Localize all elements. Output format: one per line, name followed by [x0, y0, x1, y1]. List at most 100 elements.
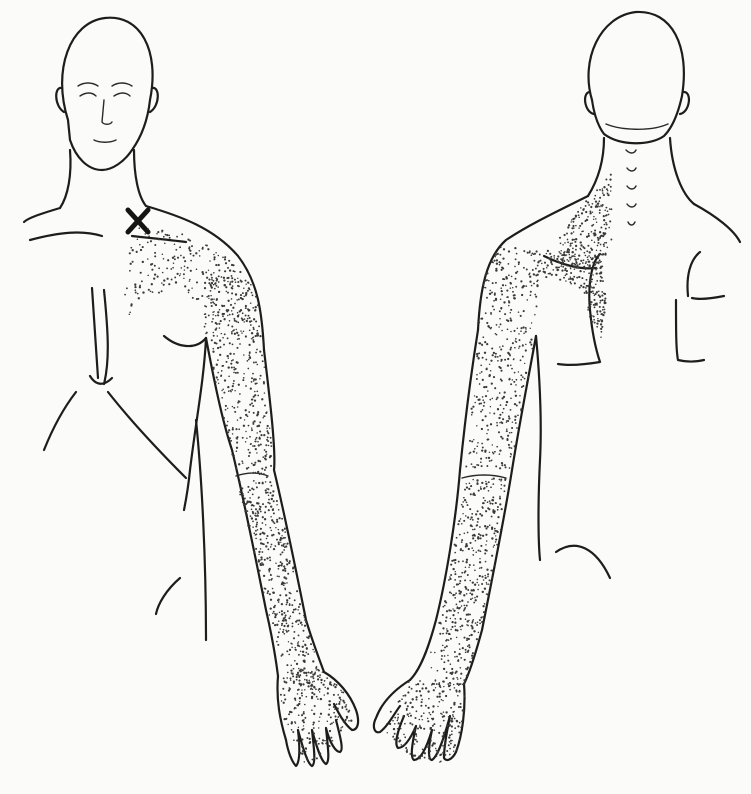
stipple-dot	[526, 381, 528, 383]
stipple-dot	[285, 615, 287, 617]
back-left-flank	[536, 336, 541, 560]
stipple-dot	[303, 725, 304, 726]
stipple-dot	[482, 396, 484, 398]
stipple-dot	[481, 514, 483, 516]
stipple-dot	[496, 425, 498, 427]
stipple-dot	[279, 565, 281, 567]
stipple-dot	[245, 441, 246, 442]
stipple-dot	[148, 235, 150, 237]
stipple-dot	[305, 652, 307, 654]
stipple-dot	[514, 415, 516, 417]
stipple-dot	[464, 579, 466, 581]
stipple-dot	[206, 332, 208, 334]
stipple-dot	[575, 238, 577, 240]
stipple-dot	[500, 348, 502, 350]
stipple-dot	[322, 684, 324, 686]
stipple-dot	[451, 673, 453, 675]
stipple-dot	[600, 227, 602, 229]
stipple-dot	[232, 344, 234, 346]
stipple-dot	[561, 263, 563, 265]
stipple-dot	[286, 543, 288, 545]
stipple-dot	[486, 343, 488, 345]
stipple-dot	[467, 625, 469, 627]
stipple-dot	[233, 367, 235, 369]
stipple-dot	[474, 584, 476, 586]
stipple-dot	[212, 318, 214, 320]
stipple-dot	[227, 300, 229, 302]
stipple-dot	[486, 583, 488, 585]
stipple-dot	[602, 299, 604, 301]
stipple-dot	[162, 254, 164, 256]
stipple-dot	[199, 250, 201, 252]
stipple-dot	[264, 518, 266, 520]
stipple-dot	[472, 620, 474, 622]
stipple-dot	[313, 727, 315, 729]
stipple-dot	[234, 390, 235, 391]
stipple-dot	[486, 465, 488, 467]
stipple-dot	[283, 612, 285, 614]
stipple-dot	[560, 250, 562, 252]
stipple-dot	[606, 223, 608, 225]
stipple-dot	[588, 261, 590, 263]
stipple-dot	[492, 444, 493, 445]
stipple-dot	[222, 256, 224, 258]
stipple-dot	[600, 273, 602, 275]
stipple-dot	[566, 233, 568, 235]
stipple-dot	[448, 744, 450, 746]
stipple-dot	[288, 624, 290, 626]
stipple-dot	[301, 695, 303, 697]
stipple-dot	[458, 561, 460, 563]
stipple-dot	[476, 638, 478, 640]
stipple-dot	[234, 303, 236, 305]
stipple-dot	[495, 535, 496, 536]
stipple-dot	[459, 618, 461, 620]
stipple-dot	[439, 761, 441, 763]
stipple-dot	[303, 660, 305, 662]
stipple-dot	[517, 414, 519, 416]
stipple-dot	[572, 279, 574, 281]
stipple-dot	[289, 688, 291, 690]
stipple-dot	[337, 707, 339, 709]
stipple-dot	[461, 523, 463, 525]
stipple-dot	[593, 299, 595, 301]
stipple-dot	[446, 725, 448, 727]
stipple-dot	[242, 292, 244, 294]
stipple-dot	[434, 743, 436, 745]
stipple-dot	[508, 378, 510, 380]
stipple-dot	[482, 336, 484, 338]
stipple-dot	[228, 366, 230, 368]
stipple-dot	[483, 402, 485, 404]
stipple-dot	[320, 679, 322, 681]
stipple-dot	[598, 202, 600, 204]
stipple-dot	[263, 381, 265, 383]
stipple-dot	[302, 750, 304, 752]
trigger-point-marker	[128, 210, 148, 232]
stipple-dot	[405, 701, 406, 702]
back-right-shoulder	[694, 204, 740, 242]
stipple-dot	[176, 273, 178, 275]
stipple-dot	[499, 346, 501, 348]
stipple-dot	[588, 272, 590, 274]
stipple-dot	[591, 231, 593, 233]
stipple-dot	[141, 280, 143, 282]
stipple-dot	[520, 327, 522, 329]
stipple-dot	[158, 267, 160, 269]
stipple-dot	[240, 488, 241, 489]
stipple-dot	[506, 428, 508, 430]
stipple-dot	[590, 247, 592, 249]
stipple-dot	[533, 260, 535, 262]
stipple-dot	[269, 427, 270, 428]
stipple-dot	[213, 311, 215, 313]
stipple-dot	[332, 740, 334, 742]
stipple-dot	[506, 401, 508, 403]
stipple-dot	[276, 641, 278, 643]
stipple-dot	[187, 267, 189, 269]
stipple-dot	[425, 687, 427, 689]
stipple-dot	[319, 716, 320, 717]
stipple-dot	[500, 488, 502, 490]
stipple-dot	[443, 715, 445, 717]
stipple-dot	[507, 364, 509, 366]
stipple-dot	[262, 522, 264, 524]
stipple-dot	[605, 298, 606, 299]
stipple-dot	[278, 529, 279, 530]
